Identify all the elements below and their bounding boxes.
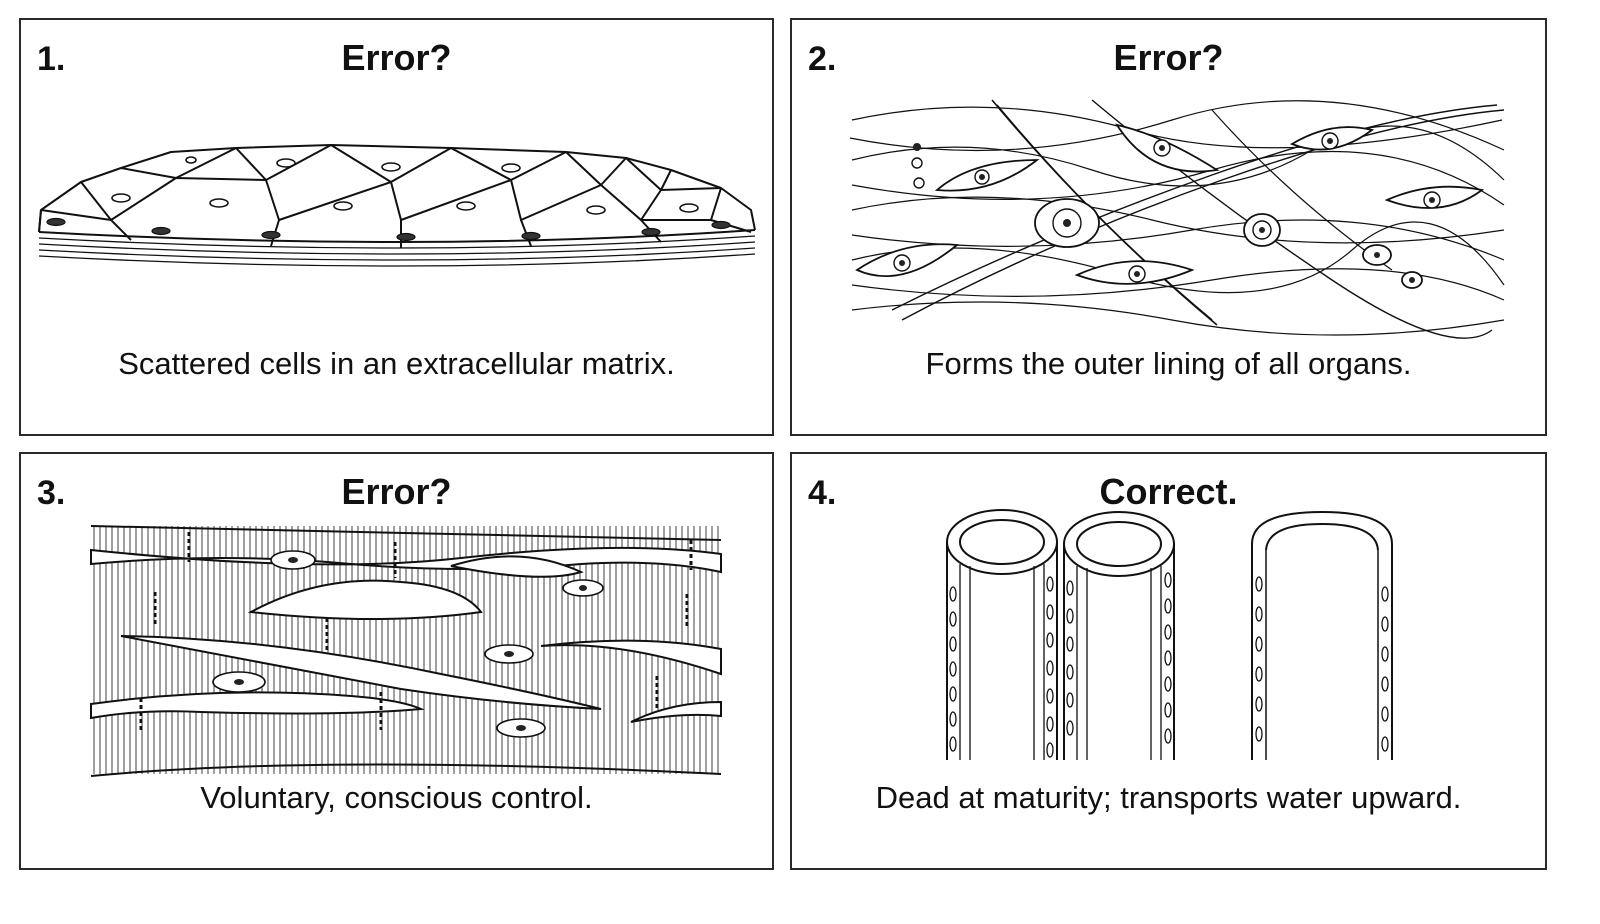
panel-caption: Voluntary, conscious control. <box>200 780 593 815</box>
panel-caption: Scattered cells in an extracellular matr… <box>118 346 675 381</box>
panel-3: 3. Error? Voluntary, conscious control. <box>19 452 774 870</box>
panel-title: Correct. <box>1099 471 1238 512</box>
panel-caption: Forms the outer lining of all organs. <box>925 346 1412 381</box>
panel-title: Error? <box>341 471 452 512</box>
panel-number: 4. <box>808 474 837 512</box>
panel-2: 2. Error? Forms the outer lining of all … <box>790 18 1547 436</box>
panel-number: 3. <box>37 474 66 512</box>
panel-caption: Dead at maturity; transports water upwar… <box>875 780 1462 815</box>
cardiac-muscle-illustration <box>21 454 772 868</box>
loose-connective-tissue-illustration <box>792 20 1545 434</box>
panel-title: Error? <box>341 37 452 78</box>
panel-title: Error? <box>1113 37 1224 78</box>
xylem-vessels-illustration <box>792 454 1545 760</box>
panel-1: 1. Error? Scattered cells in an extracel… <box>19 18 774 436</box>
panel-4: 4. Correct. Dead at maturity; transports… <box>790 452 1547 870</box>
panel-number: 1. <box>37 40 66 78</box>
panel-number: 2. <box>808 40 837 78</box>
squamous-epithelium-illustration <box>21 20 772 434</box>
